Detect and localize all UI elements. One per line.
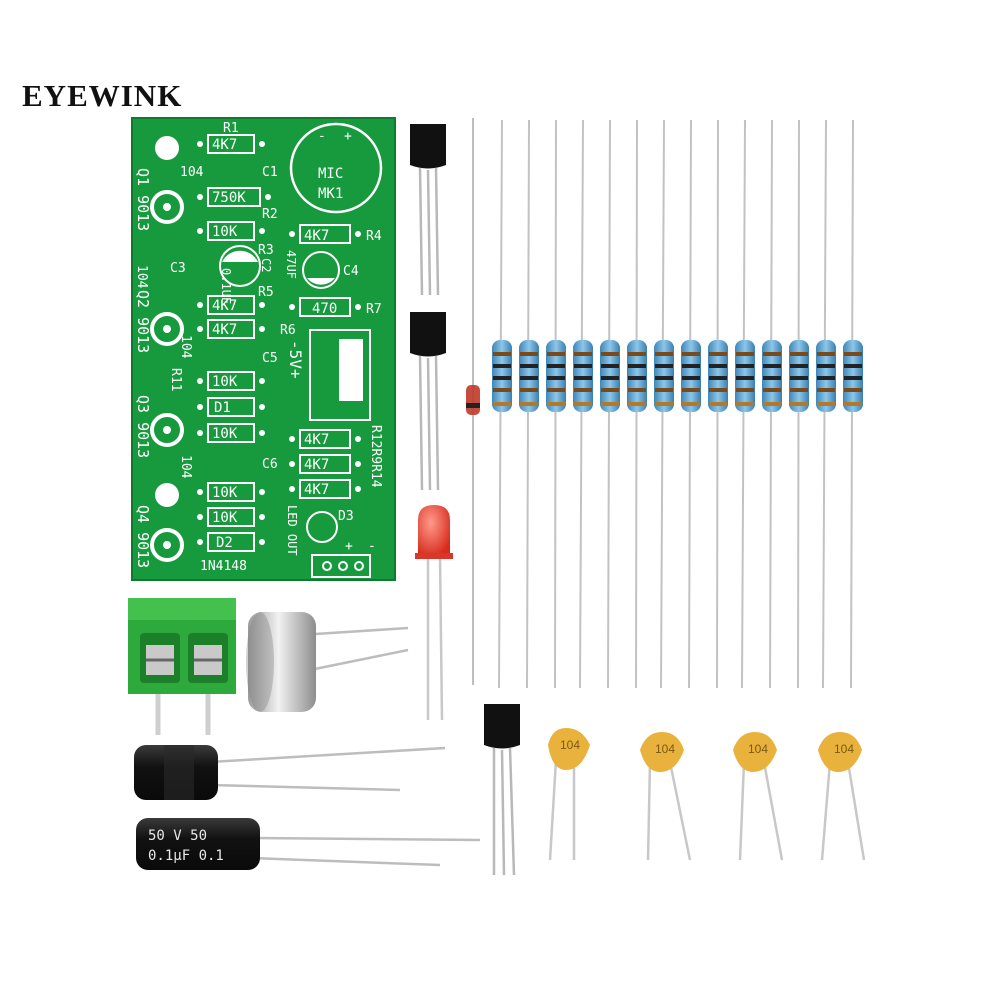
c1-value: 104: [180, 165, 204, 180]
c3-ref: C3: [170, 261, 186, 276]
ceramic-cap-4: 104: [818, 732, 866, 861]
led-plus: +: [345, 539, 353, 554]
ceramic-cap-3: 104: [733, 732, 784, 861]
r2-ref: R2: [262, 207, 278, 222]
r7-value: 470: [312, 301, 337, 317]
resistor-row: [492, 119, 863, 689]
resistor: [816, 119, 836, 689]
resistor: [708, 119, 728, 689]
r1-ref: R1: [223, 121, 239, 136]
resistor: [762, 119, 782, 689]
r12-value: 4K7: [304, 432, 329, 448]
c4-value: 47UF: [284, 250, 298, 279]
transistor-1: [410, 124, 446, 296]
ceramic-cap-2-marking: 104: [655, 742, 675, 756]
r6-ref: R6: [280, 323, 296, 338]
resistor: [654, 119, 674, 689]
r4-value: 4K7: [304, 228, 329, 244]
diode-component: [466, 118, 480, 685]
resistor: [546, 119, 566, 689]
ceramic-cap-3-marking: 104: [748, 742, 768, 756]
r3-ref: R3: [258, 243, 274, 258]
r11-value: 10K: [212, 374, 238, 390]
c2-value: 0.1UF: [219, 268, 233, 304]
ceramic-cap-2: 104: [640, 732, 692, 861]
r-low-value: 10K: [212, 426, 238, 442]
transistor-3: [484, 704, 520, 876]
led-out-label: LED OUT: [285, 505, 299, 556]
right-resistor-refs: R12R9R14: [368, 425, 383, 488]
c1-ref: C1: [262, 165, 278, 180]
c2-ref: C2: [259, 258, 273, 272]
r4-ref: R4: [366, 229, 382, 244]
power-label: -5V+: [286, 340, 305, 379]
brand-logo: EYEWINK: [22, 78, 183, 113]
resistor: [492, 119, 512, 689]
cap-sleeve-text-2: 0.1µF 0.1: [148, 848, 224, 864]
q4-label: Q4 9013: [134, 505, 152, 568]
ceramic-cap-4-marking: 104: [834, 742, 854, 756]
c3-value: 104: [134, 265, 149, 289]
resistor: [789, 119, 809, 689]
r5-value: 4K7: [212, 298, 237, 314]
c5-value: 104: [178, 335, 193, 359]
d3-ref: D3: [338, 509, 354, 524]
r3-value: 10K: [212, 224, 238, 240]
ra-value: 10K: [212, 485, 238, 501]
c6-value: 104: [178, 455, 193, 479]
d2-ref: D2: [216, 535, 233, 551]
d1-ref: D1: [214, 400, 231, 416]
r11-ref: R11: [168, 368, 183, 391]
resistor: [681, 119, 701, 689]
r1-value: 4K7: [212, 137, 237, 153]
red-led: [415, 505, 453, 721]
mic-plus: +: [344, 129, 352, 144]
resistor: [519, 119, 539, 689]
mic-label-1: MIC: [318, 166, 343, 182]
resistor: [843, 119, 863, 689]
transistor-2: [410, 312, 446, 491]
electrolytic-cap-1: [134, 745, 446, 800]
c6-ref: C6: [262, 457, 278, 472]
resistor: [627, 119, 647, 689]
resistor: [573, 119, 593, 689]
resistor: [735, 119, 755, 689]
screw-terminal: [128, 598, 236, 735]
q1-label: Q1 9013: [134, 168, 152, 231]
c4-ref: C4: [343, 264, 359, 279]
pcb-board: Q1 9013 Q2 9013 Q3 9013 Q4 9013: [131, 117, 396, 581]
r7-ref: R7: [366, 302, 382, 317]
c5-ref: C5: [262, 351, 278, 366]
r14-value: 4K7: [304, 482, 329, 498]
resistor: [600, 119, 620, 689]
r5-ref: R5: [258, 285, 274, 300]
r9-value: 4K7: [304, 457, 329, 473]
rb-value: 10K: [212, 510, 238, 526]
q3-label: Q3 9013: [134, 395, 152, 458]
ceramic-cap-1: 104: [548, 728, 590, 861]
diode-part-label: 1N4148: [200, 559, 247, 574]
q2-label: Q2 9013: [134, 290, 152, 353]
cap-sleeve-text-1: 50 V 50: [148, 828, 207, 844]
electret-microphone: [246, 612, 409, 712]
ceramic-cap-1-marking: 104: [560, 738, 580, 752]
r6-value: 4K7: [212, 322, 237, 338]
led-minus: -: [368, 539, 376, 554]
mic-label-2: MK1: [318, 186, 343, 202]
r2-value: 750K: [212, 190, 246, 206]
mic-minus: -: [318, 129, 326, 144]
electrolytic-cap-2: 50 V 50 0.1µF 0.1: [136, 818, 481, 870]
